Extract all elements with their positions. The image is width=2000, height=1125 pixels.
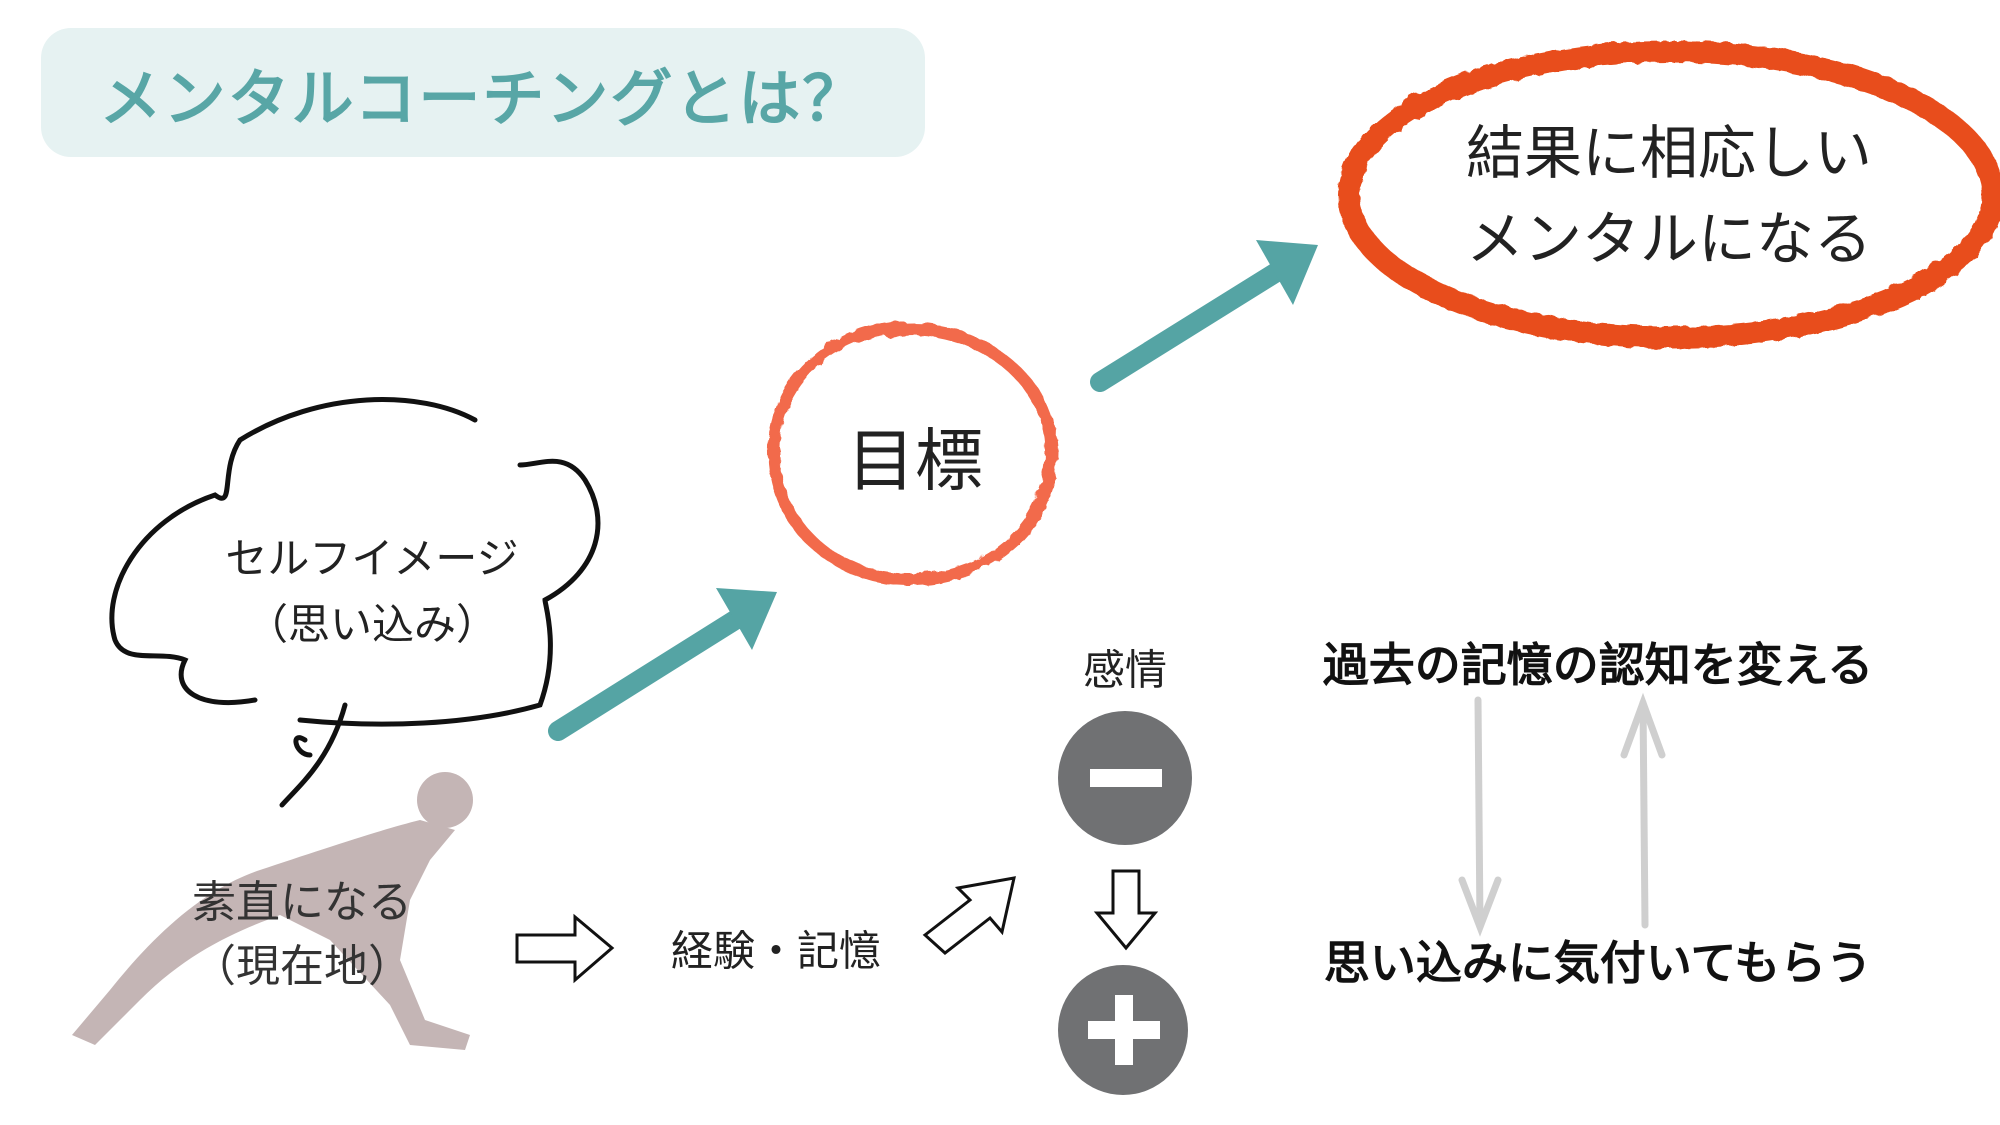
gray-arrow-down bbox=[1458, 696, 1502, 937]
runner-silhouette-icon bbox=[72, 772, 473, 1050]
experience-label: 経験・記憶 bbox=[670, 926, 882, 976]
result-text: 結果に相応しい メンタルになる bbox=[1466, 110, 1872, 282]
minus-circle-icon bbox=[1058, 711, 1192, 845]
emotion-label: 感情 bbox=[1082, 645, 1168, 695]
start-text: 素直になる （現在地） bbox=[192, 871, 412, 999]
hollow-arrow-right-icon bbox=[515, 913, 615, 984]
notice-belief-label: 思い込みに気付いてもらう bbox=[1323, 936, 1873, 990]
result-line-1: 結果に相応しい bbox=[1465, 119, 1873, 187]
title-banner: メンタルコーチングとは？ bbox=[41, 28, 925, 157]
self-image-text: セルフイメージ （思い込み） bbox=[225, 526, 518, 658]
goal-circle bbox=[765, 319, 1057, 585]
gray-arrow-up bbox=[1620, 692, 1666, 929]
result-ellipse bbox=[1336, 39, 2000, 347]
page-title: メンタルコーチングとは？ bbox=[99, 61, 867, 135]
start-line-1: 素直になる bbox=[192, 877, 412, 928]
hollow-arrow-down-icon bbox=[1093, 869, 1159, 951]
self-image-line-1: セルフイメージ bbox=[225, 534, 519, 583]
teal-arrow-to-result bbox=[1090, 240, 1318, 392]
thought-tail-icon bbox=[279, 702, 348, 808]
result-line-2: メンタルになる bbox=[1465, 205, 1873, 273]
plus-circle-icon bbox=[1058, 965, 1188, 1095]
thought-cloud-icon bbox=[109, 397, 601, 727]
teal-arrow-to-goal bbox=[548, 588, 777, 741]
hollow-arrow-diagonal-icon bbox=[922, 876, 1016, 955]
start-line-2: （現在地） bbox=[192, 941, 412, 992]
goal-label: 目標 bbox=[846, 422, 984, 502]
change-cognition-label: 過去の記憶の認知を変える bbox=[1322, 638, 1874, 692]
self-image-line-2: （思い込み） bbox=[245, 600, 499, 649]
